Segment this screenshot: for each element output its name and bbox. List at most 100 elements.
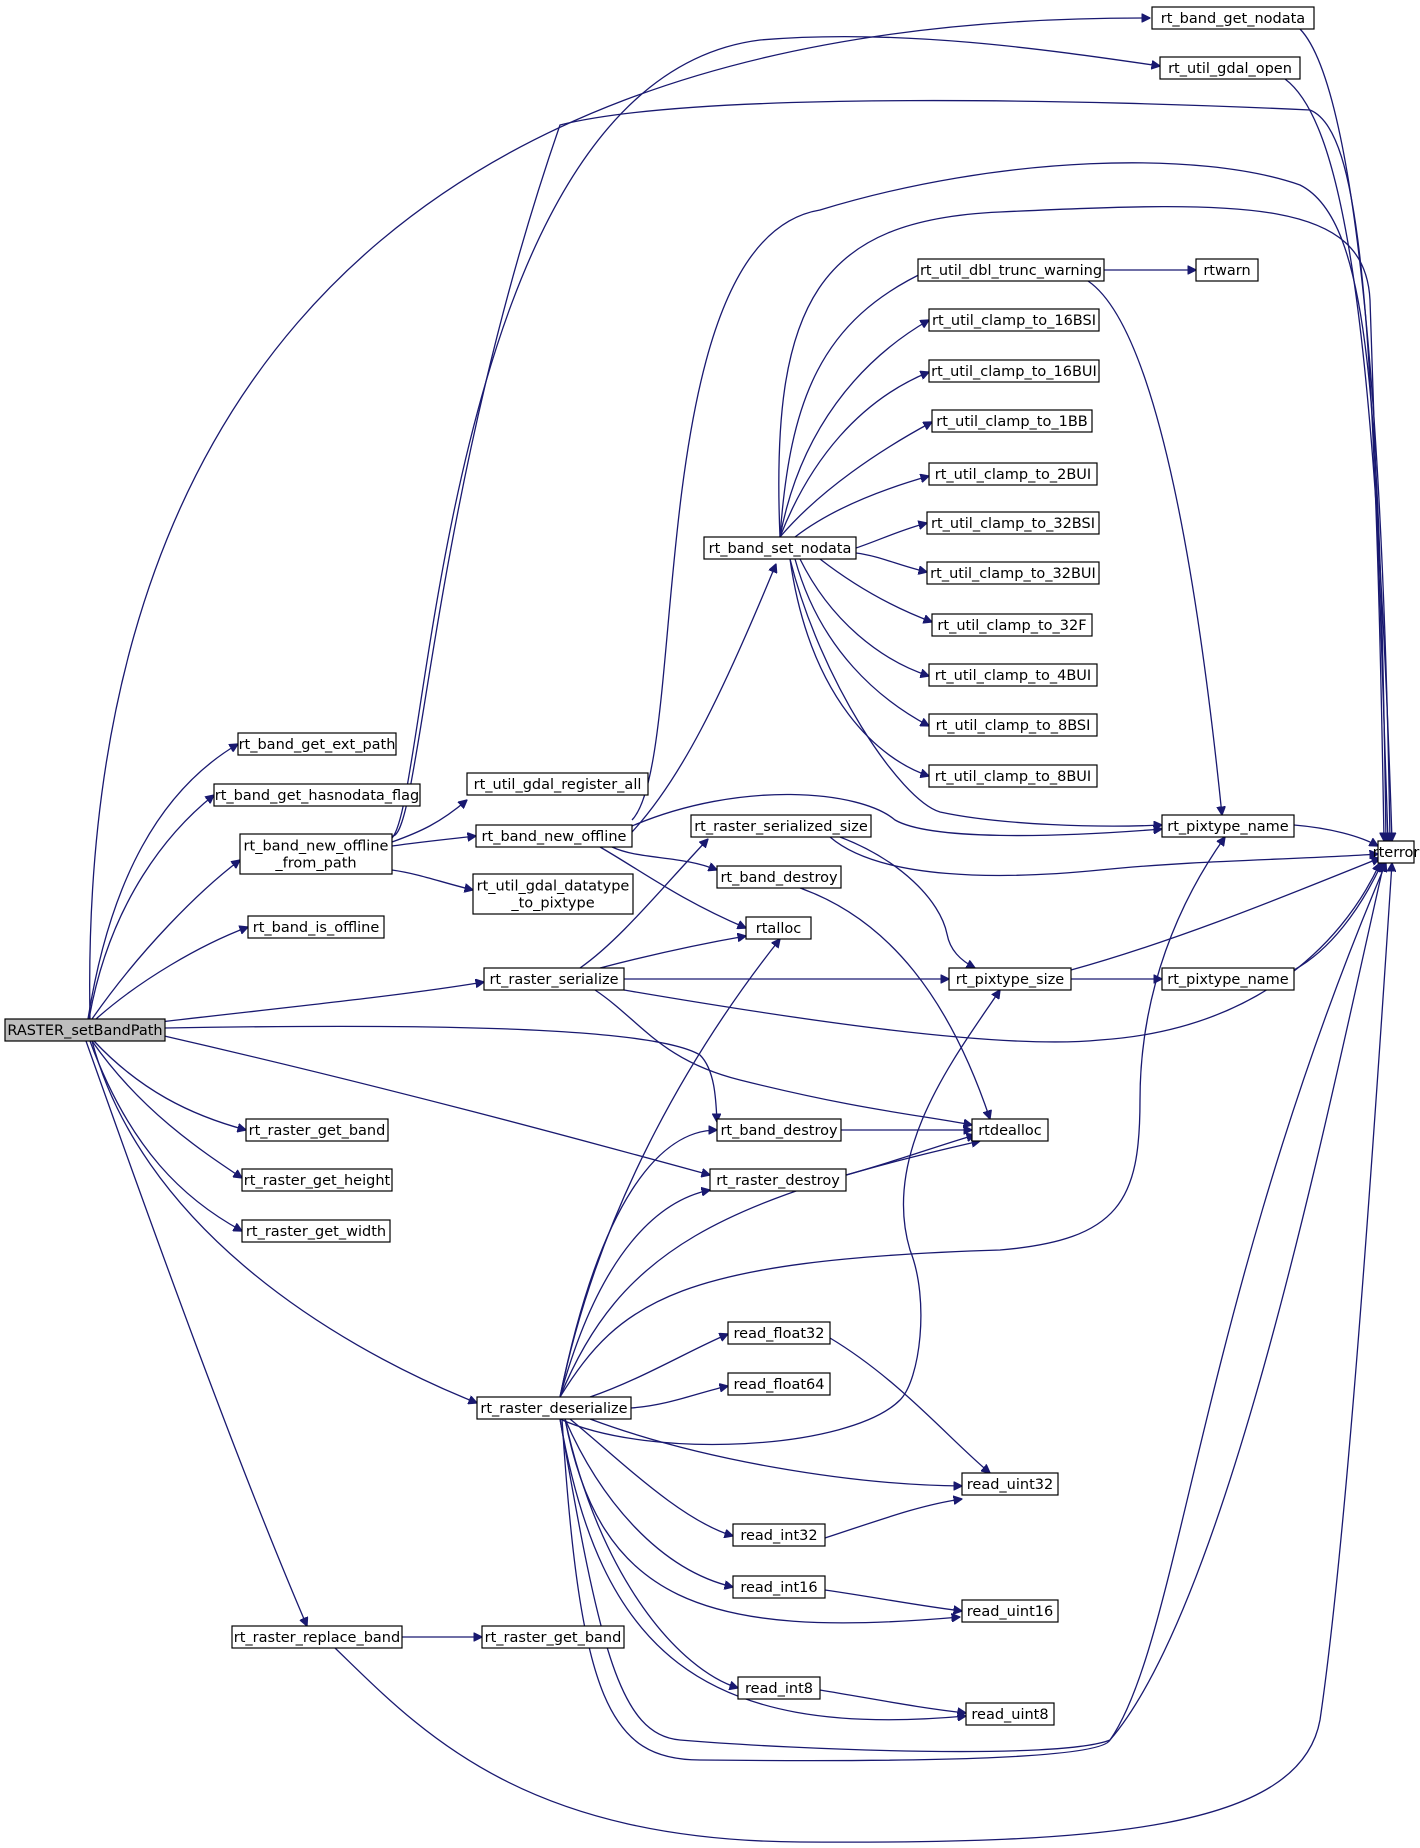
call-edge: [1087, 280, 1222, 815]
node-read-int32[interactable]: read_int32: [732, 1523, 826, 1547]
node-get-band-a[interactable]: rt_raster_get_band: [245, 1118, 389, 1142]
node-label: rt_raster_get_height: [244, 1173, 391, 1189]
node-box: [917, 258, 1105, 282]
call-edge: [391, 869, 473, 890]
node-get-nodata[interactable]: rt_band_get_nodata: [1151, 6, 1315, 30]
node-pixtype-name-mid[interactable]: rt_pixtype_name: [1161, 967, 1295, 991]
node-get-hasnodata[interactable]: rt_band_get_hasnodata_flag: [213, 783, 421, 807]
node-label: read_float64: [734, 1377, 825, 1393]
node-box: [931, 613, 1093, 637]
call-edge: [559, 837, 1225, 1398]
call-edge: [564, 1418, 738, 1688]
node-label: rt_util_clamp_to_8BUI: [935, 769, 1091, 785]
node-rtdealloc[interactable]: rtdealloc: [971, 1118, 1049, 1142]
node-label: rterror: [1373, 845, 1420, 861]
node-is-offline[interactable]: rt_band_is_offline: [247, 915, 385, 939]
node-replace-band[interactable]: rt_raster_replace_band: [231, 1625, 403, 1649]
node-rtalloc[interactable]: rtalloc: [745, 916, 812, 940]
call-edge: [599, 936, 746, 969]
node-get-ext-path[interactable]: rt_band_get_ext_path: [237, 732, 397, 756]
node-c4bui[interactable]: rt_util_clamp_to_4BUI: [928, 663, 1098, 687]
node-read-uint16[interactable]: read_uint16: [961, 1599, 1059, 1623]
node-box: [690, 814, 872, 838]
call-edge: [794, 558, 929, 726]
node-box: [961, 1599, 1059, 1623]
node-new-offline[interactable]: rt_band_new_offline: [475, 824, 633, 848]
node-serialized-size[interactable]: rt_raster_serialized_size: [690, 814, 872, 838]
call-edge: [91, 1040, 477, 1403]
node-set-nodata[interactable]: rt_band_set_nodata: [703, 536, 857, 560]
node-c32f[interactable]: rt_util_clamp_to_32F: [931, 613, 1093, 637]
node-c32bsi[interactable]: rt_util_clamp_to_32BSI: [926, 511, 1100, 535]
call-edge: [1293, 824, 1378, 846]
node-read-int8[interactable]: read_int8: [737, 1676, 821, 1700]
call-edge: [579, 839, 708, 969]
node-gdal-datatype[interactable]: rt_util_gdal_datatype_to_pixtype: [472, 873, 634, 915]
node-box: [928, 713, 1098, 737]
node-c2bui[interactable]: rt_util_clamp_to_2BUI: [928, 462, 1098, 486]
node-label: rt_band_get_nodata: [1161, 11, 1305, 27]
call-edge: [1299, 28, 1390, 841]
node-serialize[interactable]: rt_raster_serialize: [483, 967, 625, 991]
node-get-band-b[interactable]: rt_raster_get_band: [481, 1625, 625, 1649]
node-label: rtdealloc: [978, 1123, 1042, 1139]
node-box: [247, 915, 385, 939]
call-edge: [779, 422, 932, 538]
node-box: [965, 1702, 1055, 1726]
node-gdal-register[interactable]: rt_util_gdal_register_all: [466, 772, 649, 796]
node-box: [1151, 6, 1315, 30]
node-c16bsi[interactable]: rt_util_clamp_to_16BSI: [928, 308, 1100, 332]
node-box: [727, 1372, 831, 1396]
node-box: [1195, 258, 1259, 282]
node-c16bui[interactable]: rt_util_clamp_to_16BUI: [928, 359, 1100, 383]
node-c1bb[interactable]: rt_util_clamp_to_1BB: [931, 409, 1093, 433]
node-pixtype-size[interactable]: rt_pixtype_size: [948, 967, 1072, 991]
call-edge: [1293, 863, 1382, 971]
node-read-float32[interactable]: read_float32: [727, 1321, 831, 1345]
nodes: RASTER_setBandPath rt_band_get_nodata rt_u…: [4, 6, 1420, 1726]
node-c8bui[interactable]: rt_util_clamp_to_8BUI: [928, 764, 1098, 788]
call-edge: [631, 793, 1162, 837]
node-rterror[interactable]: rterror: [1373, 840, 1420, 864]
node-band-destroy-a[interactable]: rt_band_destroy: [716, 865, 842, 889]
call-edge: [631, 162, 1386, 841]
call-edge: [85, 1040, 307, 1626]
node-box: [716, 865, 842, 889]
node-read-uint32[interactable]: read_uint32: [961, 1472, 1059, 1496]
node-root: RASTER_setBandPath: [4, 1018, 166, 1042]
node-gdal-open[interactable]: rt_util_gdal_open: [1159, 56, 1301, 80]
node-box: [703, 536, 857, 560]
call-edge: [779, 270, 929, 538]
call-edge: [819, 1689, 966, 1713]
node-get-width[interactable]: rt_raster_get_width: [241, 1219, 391, 1243]
node-c32bui[interactable]: rt_util_clamp_to_32BUI: [926, 561, 1100, 585]
node-label: read_uint32: [967, 1477, 1053, 1493]
node-label: rt_util_gdal_open: [1168, 61, 1292, 77]
call-edge: [559, 1141, 980, 1398]
node-box: [1161, 967, 1295, 991]
node-rtwarn[interactable]: rtwarn: [1195, 258, 1259, 282]
node-label: _to_pixtype: [510, 896, 594, 912]
node-box: [745, 916, 812, 940]
call-edge: [594, 989, 972, 1125]
node-box: [481, 1625, 625, 1649]
call-edge: [564, 1418, 733, 1587]
node-trunc-warning[interactable]: rt_util_dbl_trunc_warning: [917, 258, 1105, 282]
node-deserialize[interactable]: rt_raster_deserialize: [476, 1396, 632, 1420]
call-edge: [1284, 78, 1392, 841]
node-band-destroy-b[interactable]: rt_band_destroy: [716, 1118, 842, 1142]
call-edge: [91, 860, 240, 1020]
node-get-height[interactable]: rt_raster_get_height: [241, 1168, 393, 1192]
node-c8bsi[interactable]: rt_util_clamp_to_8BSI: [928, 713, 1098, 737]
node-new-offline-from-path[interactable]: rt_band_new_offline_from_path: [239, 833, 393, 875]
node-box: [239, 833, 393, 875]
node-raster-destroy[interactable]: rt_raster_destroy: [709, 1168, 847, 1192]
node-pixtype-name-top[interactable]: rt_pixtype_name: [1161, 814, 1295, 838]
node-read-float64[interactable]: read_float64: [727, 1372, 831, 1396]
node-label: rt_util_clamp_to_8BSI: [936, 718, 1091, 734]
node-read-int16[interactable]: read_int16: [732, 1575, 826, 1599]
node-read-uint8[interactable]: read_uint8: [965, 1702, 1055, 1726]
node-box: [928, 764, 1098, 788]
node-box: [926, 511, 1100, 535]
